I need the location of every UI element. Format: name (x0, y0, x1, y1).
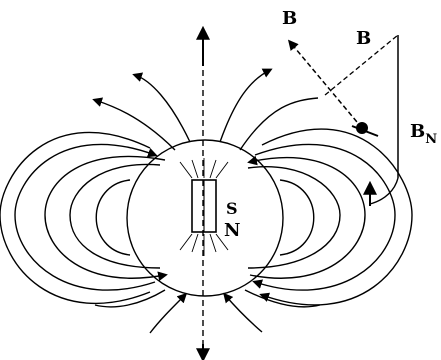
field-line-top-right (219, 68, 273, 143)
field-line-bottom-right (223, 292, 263, 333)
field-line-inner-right (279, 179, 315, 256)
field-line-left-2 (0, 131, 151, 304)
field-line-left-4 (69, 163, 161, 269)
label-pole-north: N (224, 220, 240, 241)
field-line-right-2 (259, 128, 413, 306)
observation-point (351, 122, 379, 137)
label-pole-south: S (226, 199, 238, 218)
field-line-top-left-2 (92, 97, 176, 151)
field-line-top-left (132, 72, 191, 143)
field-line-top-right-2 (239, 97, 319, 151)
field-line-bottom-right-2 (244, 289, 321, 308)
field-line-right-1 (252, 143, 396, 291)
label-b-horizontal: B (356, 28, 371, 49)
label-b-total: B (282, 8, 297, 29)
field-line-inner-left (95, 179, 131, 256)
pole-field-hairs (179, 158, 229, 256)
label-b-n: BN (410, 121, 437, 147)
field-line-left-1 (14, 143, 158, 291)
earth-circle (126, 139, 284, 297)
vector-b-total (287, 39, 363, 129)
field-line-right-3 (247, 155, 366, 279)
field-line-bottom-left (149, 292, 188, 334)
label-b-n-main: B (410, 121, 425, 142)
field-line-right-4 (247, 166, 341, 269)
field-line-left-3 (44, 155, 168, 282)
vector-b-n-join (369, 177, 399, 205)
label-b-n-sub: N (425, 132, 437, 147)
field-line-bottom-left-2 (94, 289, 166, 308)
